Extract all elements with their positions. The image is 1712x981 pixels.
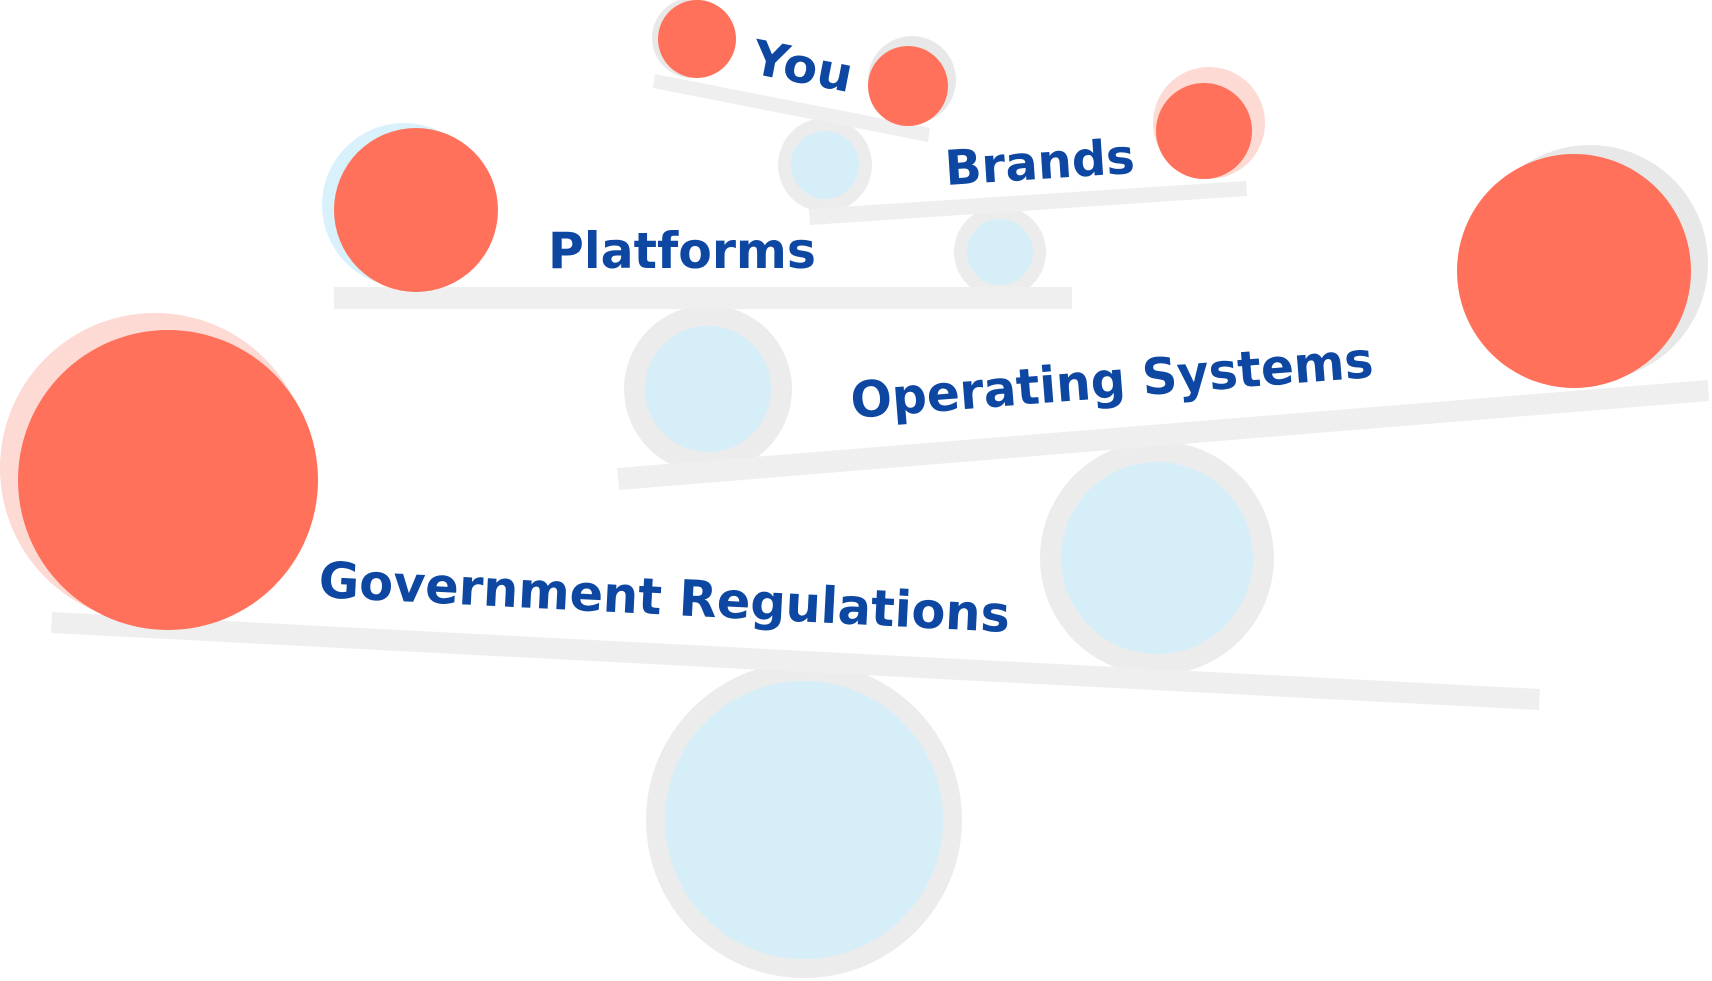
label-platforms: Platforms <box>548 222 816 280</box>
fulcrum-government-regulations <box>646 662 962 978</box>
fulcrum-operating-systems <box>1040 441 1274 675</box>
weight-you-right <box>868 36 956 126</box>
fulcrum-you <box>778 118 872 212</box>
fulcrum-platforms <box>624 305 792 473</box>
label-you: You <box>747 30 858 104</box>
label-brands: Brands <box>943 129 1136 197</box>
weight-operating-systems <box>1457 145 1708 388</box>
plank-brands <box>809 181 1247 225</box>
weight-you-left <box>652 0 736 78</box>
label-government-regulations: Government Regulations <box>317 551 1011 644</box>
weight-brands <box>1153 67 1265 179</box>
weights <box>0 0 1708 630</box>
plank-operating-systems <box>617 380 1709 490</box>
fulcrums <box>624 118 1274 978</box>
weight-platforms <box>322 123 498 292</box>
plank-platforms <box>334 287 1072 309</box>
planks <box>51 74 1709 710</box>
plank-government-regulations <box>51 612 1540 710</box>
plank-you <box>653 74 930 142</box>
fulcrum-brands <box>954 206 1046 298</box>
weight-government-regulations <box>0 313 318 630</box>
